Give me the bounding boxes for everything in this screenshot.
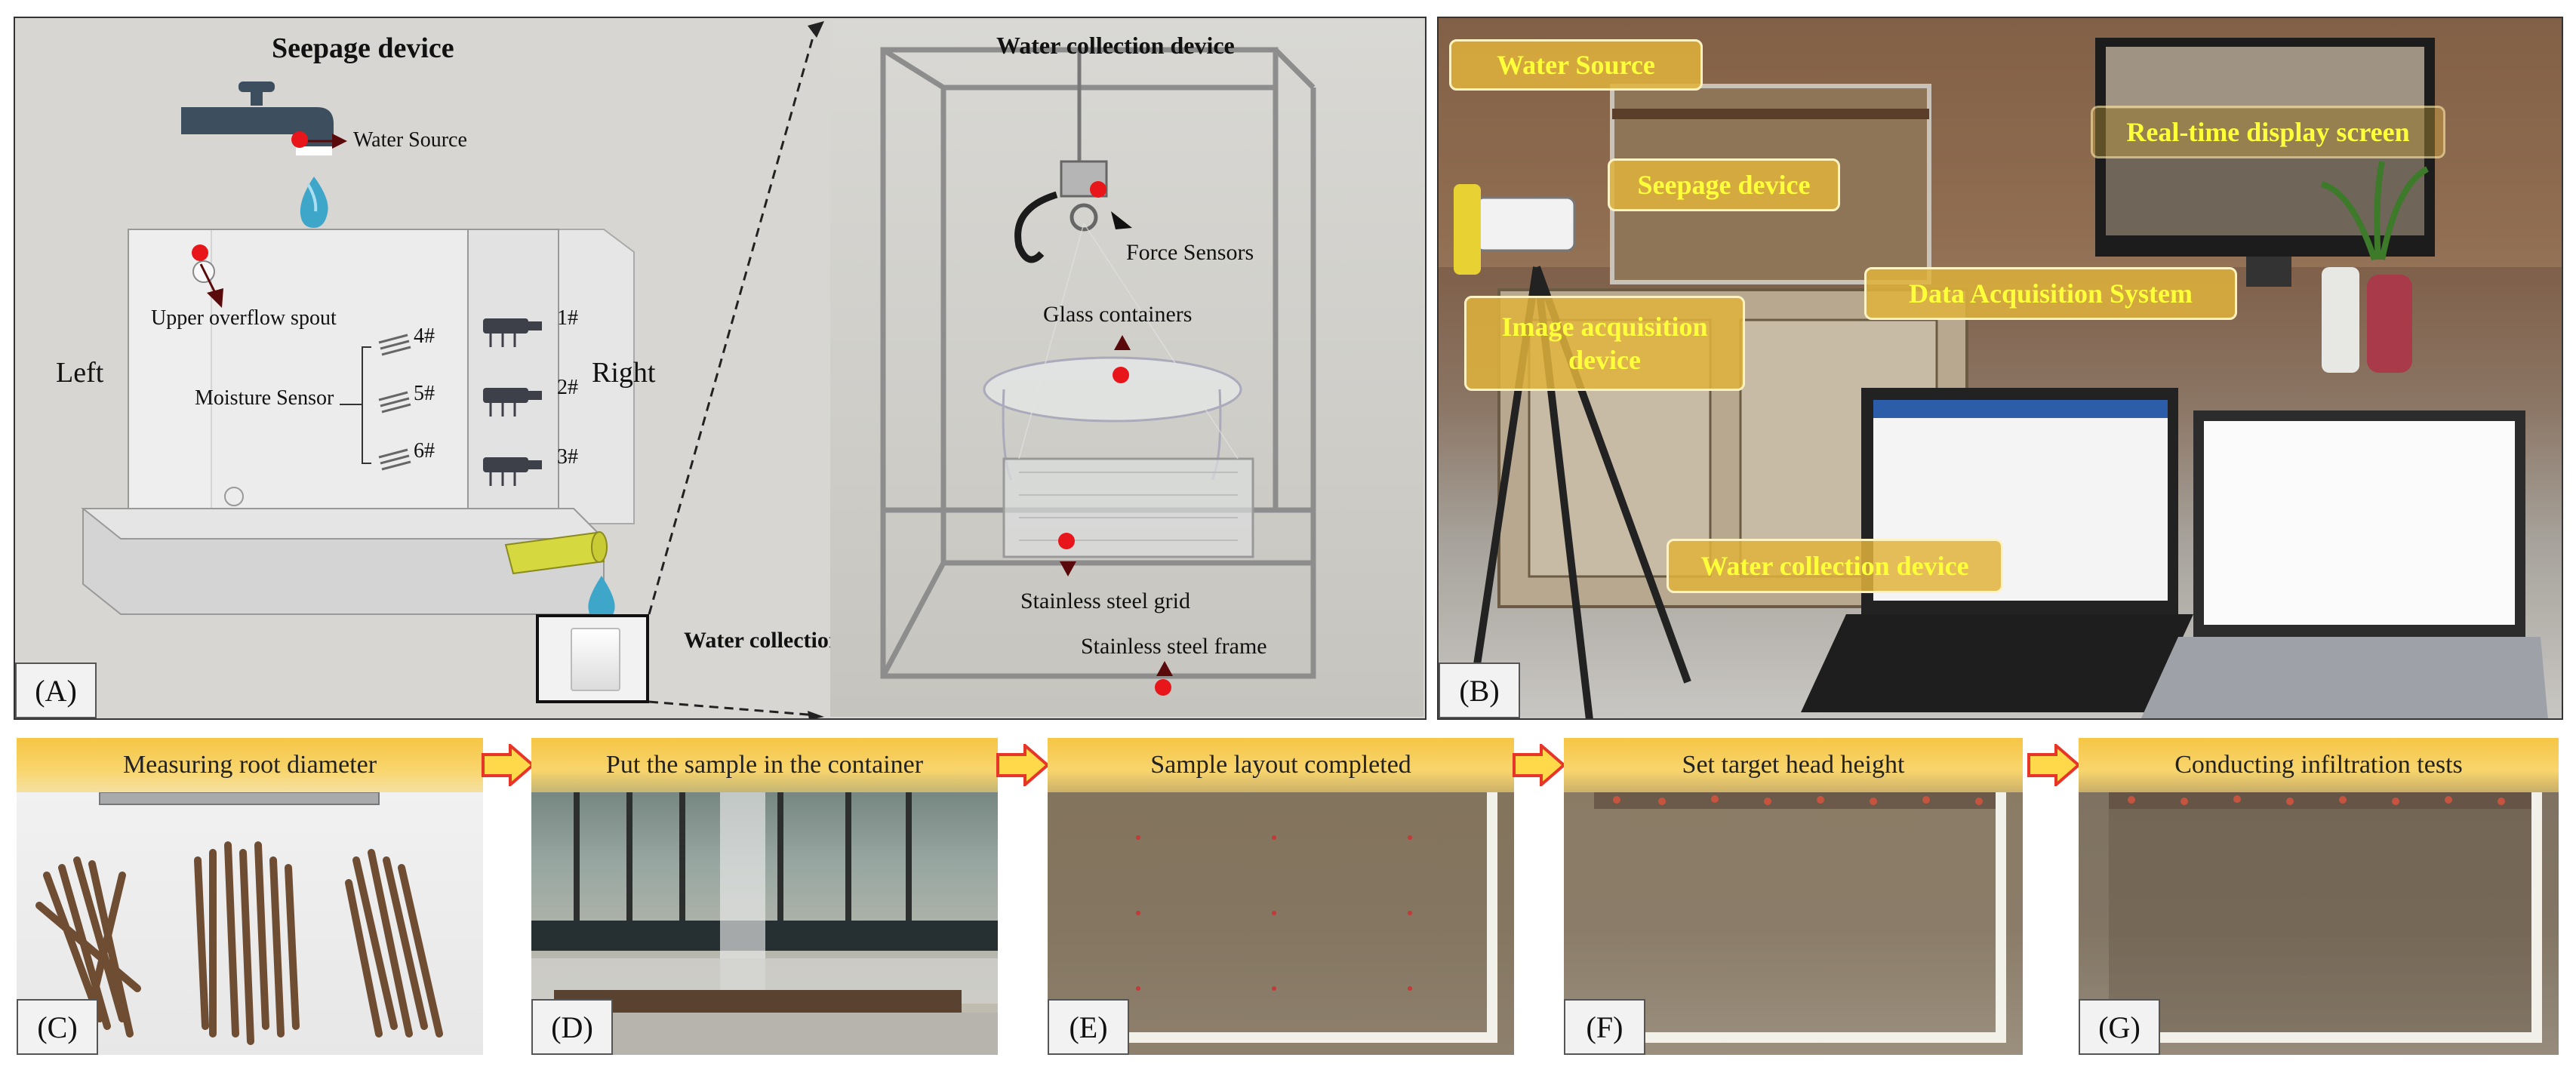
seepage-box-diagram [81,229,635,615]
glass-containers-label: Glass containers [1043,302,1193,327]
head-height-drawing [1594,792,2006,1043]
water-source-label: Water Source [353,128,467,152]
right-label: Right [592,357,656,389]
panel-label-a: (A) [15,663,97,718]
panel-label-g: (G) [2079,999,2160,1055]
callout-realtime-display: Real-time display screen [2091,106,2445,158]
steel-frame-label: Stainless steel frame [1081,634,1267,659]
root-samples-drawing [35,792,443,1045]
arrow-icon [308,134,347,149]
force-sensors-label: Force Sensors [1126,240,1254,265]
water-source-marker [291,131,308,148]
steel-grid-label: Stainless steel grid [1020,589,1190,613]
callout-data-acquisition: Data Acquisition System [1864,267,2237,320]
panel-a: Seepage device Water Source [14,17,1426,720]
step-title-g: Conducting infiltration tests [2079,738,2559,792]
sensor-label-3: 3# [557,445,578,469]
sensor-label-2: 2# [557,376,578,399]
panel-label-b: (B) [1439,663,1520,718]
collection-glass-box [536,614,649,703]
sensor-label-6: 6# [414,439,435,463]
step-title-f: Set target head height [1564,738,2023,792]
sensor-label-1: 1# [557,306,578,330]
moisture-sensor-label: Moisture Sensor [195,386,334,410]
step-arrow-icon [996,744,1051,786]
step-arrow-icon [2027,744,2082,786]
step-arrow-icon [1513,744,1567,786]
step-panel-f: Set target head height (F) [1564,738,2023,1055]
arrow-icon [1060,561,1076,576]
panel-label-d: (D) [531,999,613,1055]
photo-title: Water collection device [996,32,1235,59]
step-arrow-icon [482,744,536,786]
step-panel-c: Measuring root diameter (C) [17,738,483,1055]
step-title-c: Measuring root diameter [17,738,483,792]
collection-device-photo: Water collection device Force Sensors Gl… [830,20,1423,717]
frame-marker [1155,679,1171,696]
water-drop-icon [588,576,615,623]
arrow-icon [1156,661,1173,676]
step-panel-e: Sample layout completed (E) [1048,738,1514,1055]
arrow-icon [1111,211,1132,229]
step-title-e: Sample layout completed [1048,738,1514,792]
infiltration-drawing [2109,792,2542,1043]
step-panel-g: Conducting infiltration tests (G) [2079,738,2559,1055]
callout-water-source: Water Source [1449,39,1703,91]
arrow-icon [1114,335,1131,350]
step-panel-d: Put the sample in the container (D) [531,738,998,1055]
arrow-icon [199,263,223,308]
glass-container-marker [1113,367,1129,383]
zoom-connector [648,21,824,718]
sensor-label-4: 4# [414,324,435,348]
left-label: Left [56,357,104,389]
panel-label-e: (E) [1048,999,1129,1055]
overflow-marker [192,244,208,261]
force-sensor-marker [1090,181,1106,198]
overflow-label: Upper overflow spout [151,306,337,330]
sensor-label-5: 5# [414,382,435,405]
callout-image-acquisition: Image acquisition device [1464,296,1745,391]
panel-label-c: (C) [17,999,98,1055]
panel-b: Water Source Seepage device Real-time di… [1437,17,2563,720]
callout-seepage-device: Seepage device [1608,158,1840,211]
callout-water-collection: Water collection device [1667,539,2003,593]
seepage-device-title: Seepage device [272,32,454,64]
panel-label-f: (F) [1564,999,1645,1055]
step-title-d: Put the sample in the container [531,738,998,792]
grid-marker [1058,533,1075,549]
